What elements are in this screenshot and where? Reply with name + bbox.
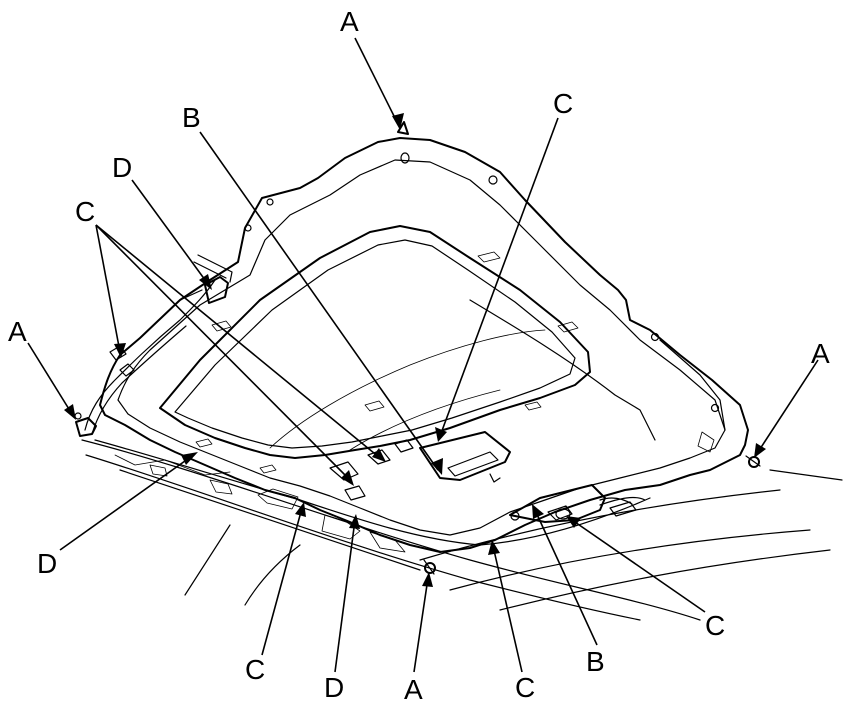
grab-handle [509, 484, 637, 523]
callout-b-top: B [182, 102, 201, 133]
wire-harness [74, 254, 651, 546]
callout-d-bottom: D [324, 672, 345, 703]
map-light-bracket [329, 431, 511, 501]
callout-a-left: A [8, 316, 27, 347]
callout-a-right: A [811, 338, 830, 369]
headliner-panel [99, 137, 749, 553]
clip-a-markers [397, 121, 761, 575]
callout-a-top: A [340, 6, 359, 37]
callout-d-top: D [112, 152, 133, 183]
callout-b-bottom: B [586, 646, 605, 677]
callout-c-right: C [705, 610, 726, 641]
car-body-outline [81, 439, 843, 621]
callout-c-bottom-left: C [245, 654, 266, 685]
callout-c-top: C [553, 88, 574, 119]
callout-d-left: D [37, 548, 58, 579]
callout-c-left: C [75, 196, 96, 227]
callout-a-bottom: A [404, 674, 423, 705]
leader-lines [27, 37, 819, 673]
callout-c-bottom-mid: C [515, 672, 536, 703]
